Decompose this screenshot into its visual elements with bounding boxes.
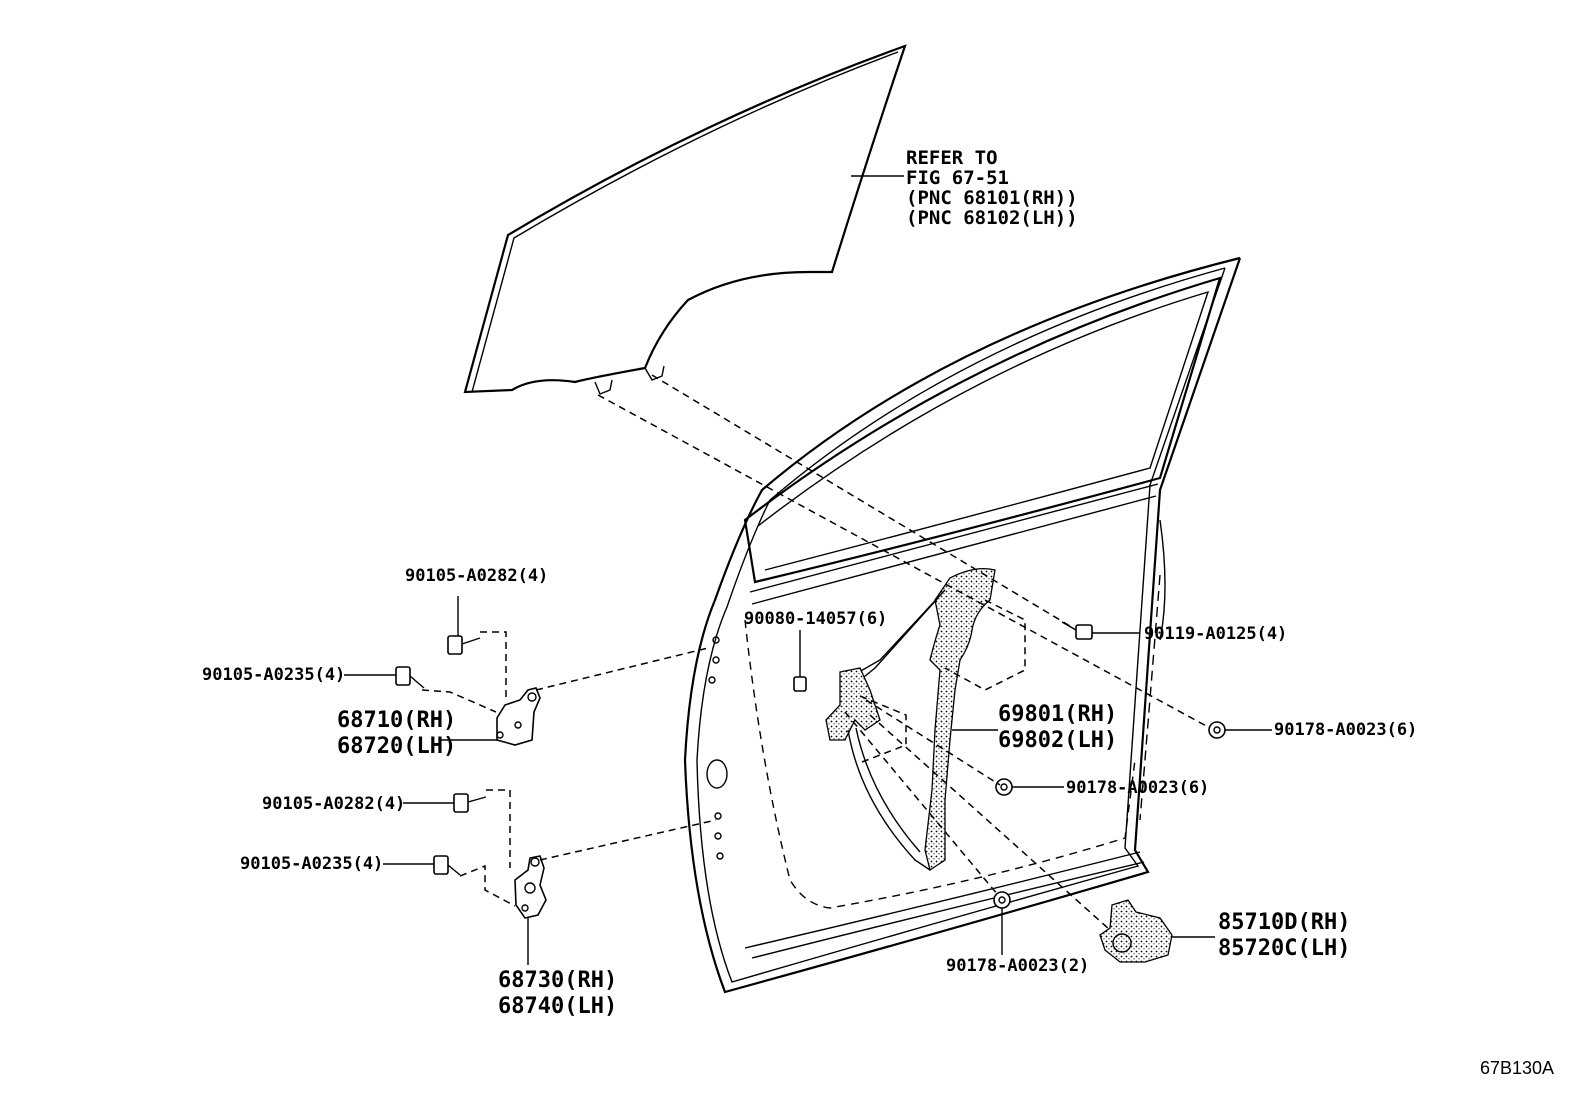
- hinge-bolt-icon: [344, 666, 425, 689]
- regulator-rh: 69801(RH): [998, 702, 1118, 727]
- hinge-bolt-icon: [447, 596, 481, 655]
- regulator-motor: [1099, 899, 1215, 963]
- lower-hinge-rh: 68730(RH): [498, 968, 618, 993]
- glass-note-line: (PNC 68101(RH)): [906, 187, 1078, 209]
- glass-reference-note: REFER TO FIG 67-51 (PNC 68101(RH)) (PNC …: [906, 148, 1078, 228]
- label-bolt-lower-hinge-top: 90105-A0282(4): [262, 794, 406, 814]
- label-bolt-upper-hinge-top: 90105-A0282(4): [405, 566, 549, 586]
- label-regulator: 69801(RH) 69802(LH): [998, 702, 1117, 754]
- nut-icon: [993, 891, 1011, 955]
- lower-hinge-lh: 68740(LH): [498, 994, 618, 1019]
- hinge-bolt-icon: [383, 855, 461, 876]
- label-nut-right: 90178-A0023(6): [1274, 720, 1418, 740]
- glass-bolt-icon: [1061, 621, 1140, 640]
- motor-rh: 85710D(RH): [1218, 910, 1351, 935]
- nut-icon: [1208, 721, 1272, 739]
- label-regulator-bolt: 90080-14057(6): [744, 609, 888, 629]
- upper-hinge: [440, 687, 541, 746]
- nut-icon: [995, 778, 1064, 796]
- label-lower-hinge: 68730(RH) 68740(LH): [498, 968, 617, 1020]
- glass-note-line: FIG 67-51: [906, 167, 1009, 189]
- glass-note-line: REFER TO: [906, 147, 998, 169]
- label-bolt-upper-hinge-side: 90105-A0235(4): [202, 665, 346, 685]
- upper-hinge-rh: 68710(RH): [337, 708, 457, 733]
- hinge-bolt-icon: [403, 793, 487, 813]
- door-panel: [683, 256, 1242, 994]
- window-regulator: [825, 567, 996, 872]
- lower-hinge: [514, 855, 547, 965]
- regulator-lh: 69802(LH): [998, 728, 1118, 753]
- glass-note-line: (PNC 68102(LH)): [906, 207, 1078, 229]
- label-nut-middle: 90178-A0023(6): [1066, 778, 1210, 798]
- upper-hinge-lh: 68720(LH): [337, 734, 457, 759]
- label-nut-bottom: 90178-A0023(2): [946, 956, 1090, 976]
- door-glass: [463, 44, 907, 395]
- figure-code: 67B130A: [1480, 1058, 1555, 1078]
- assembly-lines: [421, 374, 1211, 931]
- label-bolt-lower-hinge-side: 90105-A0235(4): [240, 854, 384, 874]
- label-motor: 85710D(RH) 85720C(LH): [1218, 910, 1350, 962]
- label-upper-hinge: 68710(RH) 68720(LH): [337, 708, 456, 760]
- label-glass-bolt: 90119-A0125(4): [1144, 624, 1288, 644]
- motor-lh: 85720C(LH): [1218, 936, 1351, 961]
- regulator-bolt-icon: [793, 630, 807, 692]
